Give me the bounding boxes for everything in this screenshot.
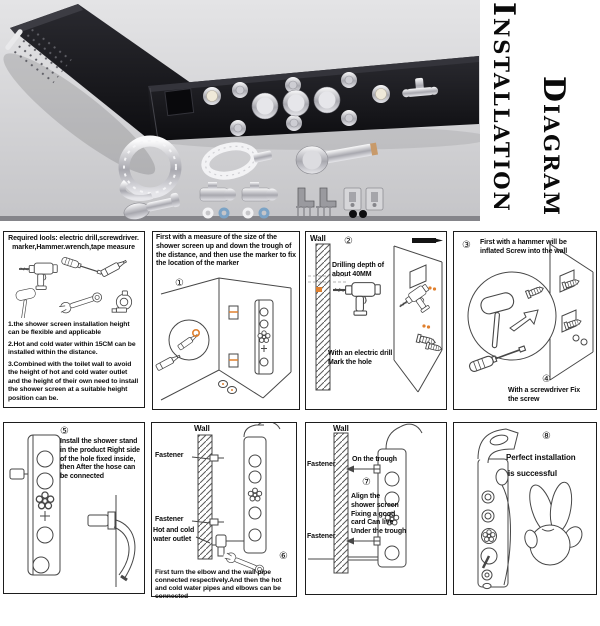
step4-note: With a screwdriver Fix the screw [508,387,581,403]
step2-depth-note: Drilling depth of about 40MM [332,262,384,278]
panel-required-tools: Required lools: electric drill,screwdriv… [3,231,145,408]
panel-step-7: Wall Fastener On the trough ⑦ Align the … [305,422,447,595]
tools-illustration [14,256,133,318]
shower-panel-photo-illustration [0,0,490,221]
step8-number: ⑧ [542,431,551,442]
wall-plates [343,187,384,211]
step6-fastener-bottom: Fastener [155,516,184,523]
step2-illustration [308,238,443,393]
title-line1: Installation [486,2,521,213]
tools-note-1: 1.the shower screen installation height … [8,321,130,337]
panel-step-3-4: ③ First with a hammer will be inflated S… [453,231,597,410]
step6-outlet-label: Hot and cold water outlet [153,527,195,543]
product-photo [0,0,490,224]
title-line2: Diagram [536,76,571,218]
panel-step-1: First with a measure of the size of the … [152,231,300,410]
step7-fastener-bottom: Fastener [307,533,336,540]
step3-note: First with a hammer will be inflated Scr… [480,239,568,255]
step1-header: First with a measure of the size of the … [156,234,296,268]
tools-header: Required lools: electric drill,screwdriv… [8,235,139,251]
o-rings [349,210,367,218]
step1-number: ① [175,278,184,289]
step5-number: ⑤ [60,426,69,437]
elbow-connector-2 [241,182,278,202]
step3-4-illustration [467,243,594,381]
step2-number: ② [344,236,353,247]
step2-bottom-note: With an electric drill Mark the hole [328,350,393,366]
screws [296,206,332,216]
tools-note-2: 2.Hot and cold water within 15CM can be … [8,341,136,357]
elbow-connector-1 [199,182,236,202]
washers [202,207,270,219]
step5-illustration [9,434,136,587]
step6-number: ⑥ [279,551,288,562]
panel-step-8: ⑧ Perfect installation is successful [453,422,597,595]
panel-body [148,56,479,141]
step5-note: Install the shower stand in the product … [60,438,140,480]
title-area: Installation Diagram [480,0,600,228]
victory-hand [524,481,583,566]
round-button [203,87,221,105]
panel-step-6: Wall Fastener Fastener Hot and cold wate… [151,422,297,600]
step7-wall-label: Wall [333,424,349,433]
step3-number: ③ [462,240,471,251]
step1-illustration [155,277,292,401]
step7-fastener-top: Fastener [307,461,336,468]
display-screen [164,88,195,117]
step7-align-note: Align the shower screen Fixing a good ca… [351,493,399,527]
step8-note-line2: is successful [508,469,557,478]
bidet-sprayer [123,192,181,220]
panel-step-2: Wall ② Drilling depth of about 40MM With… [305,231,447,410]
white-coil-hose [201,142,273,180]
step2-wall-label: Wall [310,234,326,243]
step8-illustration [477,428,583,590]
step7-number: ⑦ [362,477,371,488]
hand-shower [295,142,379,175]
control-knobs [251,86,341,120]
tools-note-3: 3.Combined with the toilet wall to avoid… [8,361,139,402]
step8-note-line1: Perfect installation [506,453,576,462]
step4-number: ④ [542,374,551,385]
step6-note: First turn the elbow and the wall pipe c… [155,569,282,601]
marker-icon [412,238,443,243]
panel-step-5: ⑤ Install the shower stand in the produc… [3,422,145,594]
step6-wall-label: Wall [194,424,210,433]
step7-illustration [308,423,423,574]
step7-under-trough-label: Under the trough [351,528,407,535]
step7-on-trough-label: On the trough [352,456,397,463]
spout [402,77,439,98]
hose-coil [118,135,182,202]
step6-illustration [191,423,281,576]
round-button-2 [372,85,390,103]
body-jets [230,72,357,136]
step6-fastener-top: Fastener [155,452,184,459]
